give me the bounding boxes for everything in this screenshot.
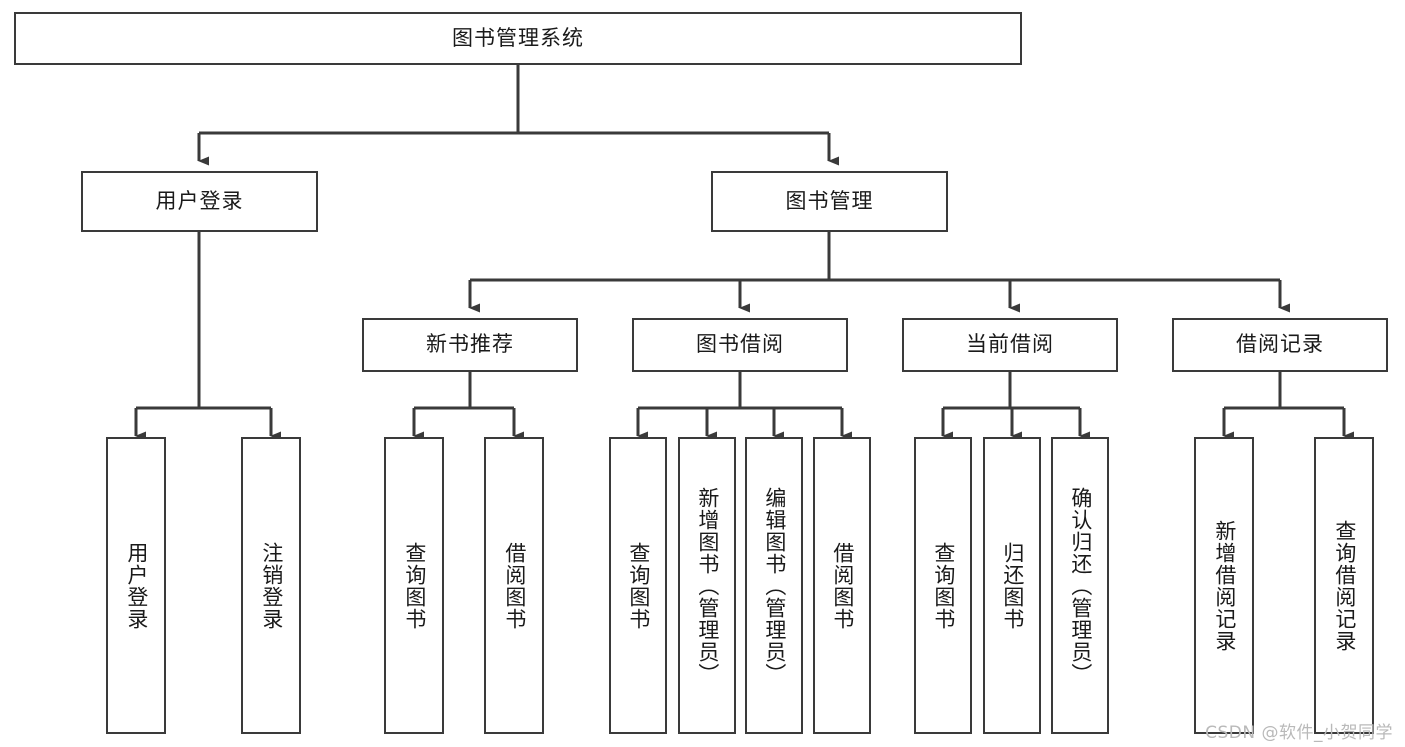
node-leaf-confirm-return: 确认归还（管理员） xyxy=(1051,437,1109,734)
node-book-borrow: 图书借阅 xyxy=(632,318,848,372)
node-leaf-borrow-book-1: 借阅图书 xyxy=(484,437,544,734)
node-user-login: 用户登录 xyxy=(81,171,318,232)
node-label: 借阅图书 xyxy=(830,541,855,630)
node-label: 新增图书（管理员） xyxy=(695,486,720,685)
node-leaf-user-login: 用户登录 xyxy=(106,437,166,734)
node-label: 查询图书 xyxy=(626,541,651,630)
node-leaf-query-book-1: 查询图书 xyxy=(384,437,444,734)
node-label: 查询图书 xyxy=(931,541,956,630)
node-leaf-query-record: 查询借阅记录 xyxy=(1314,437,1374,734)
node-label: 归还图书 xyxy=(1000,541,1025,630)
node-label: 确认归还（管理员） xyxy=(1068,486,1093,685)
node-new-book-recommend: 新书推荐 xyxy=(362,318,578,372)
node-leaf-add-record: 新增借阅记录 xyxy=(1194,437,1254,734)
node-leaf-logout: 注销登录 xyxy=(241,437,301,734)
node-label: 借阅记录 xyxy=(1236,332,1324,357)
node-current-borrow: 当前借阅 xyxy=(902,318,1118,372)
node-leaf-query-book-2: 查询图书 xyxy=(609,437,667,734)
node-label: 借阅图书 xyxy=(502,541,527,630)
node-label: 用户登录 xyxy=(155,188,244,213)
node-label: 图书管理 xyxy=(785,188,874,213)
node-label: 新书推荐 xyxy=(426,332,514,357)
node-borrow-record: 借阅记录 xyxy=(1172,318,1388,372)
node-leaf-add-book: 新增图书（管理员） xyxy=(678,437,736,734)
node-label: 查询借阅记录 xyxy=(1332,519,1357,652)
node-root: 图书管理系统 xyxy=(14,12,1022,65)
node-leaf-query-book-3: 查询图书 xyxy=(914,437,972,734)
watermark-label: CSDN @软件_小贺同学 xyxy=(1205,723,1393,743)
node-label: 图书借阅 xyxy=(696,332,784,357)
node-leaf-borrow-book-2: 借阅图书 xyxy=(813,437,871,734)
node-leaf-edit-book: 编辑图书（管理员） xyxy=(745,437,803,734)
node-label: 查询图书 xyxy=(402,541,427,630)
node-leaf-return-book: 归还图书 xyxy=(983,437,1041,734)
node-label: 图书管理系统 xyxy=(452,25,584,50)
node-label: 编辑图书（管理员） xyxy=(762,486,787,685)
node-book-manage: 图书管理 xyxy=(711,171,948,232)
node-label: 当前借阅 xyxy=(966,332,1054,357)
node-label: 新增借阅记录 xyxy=(1212,519,1237,652)
node-label: 用户登录 xyxy=(124,541,149,630)
node-label: 注销登录 xyxy=(259,541,284,630)
